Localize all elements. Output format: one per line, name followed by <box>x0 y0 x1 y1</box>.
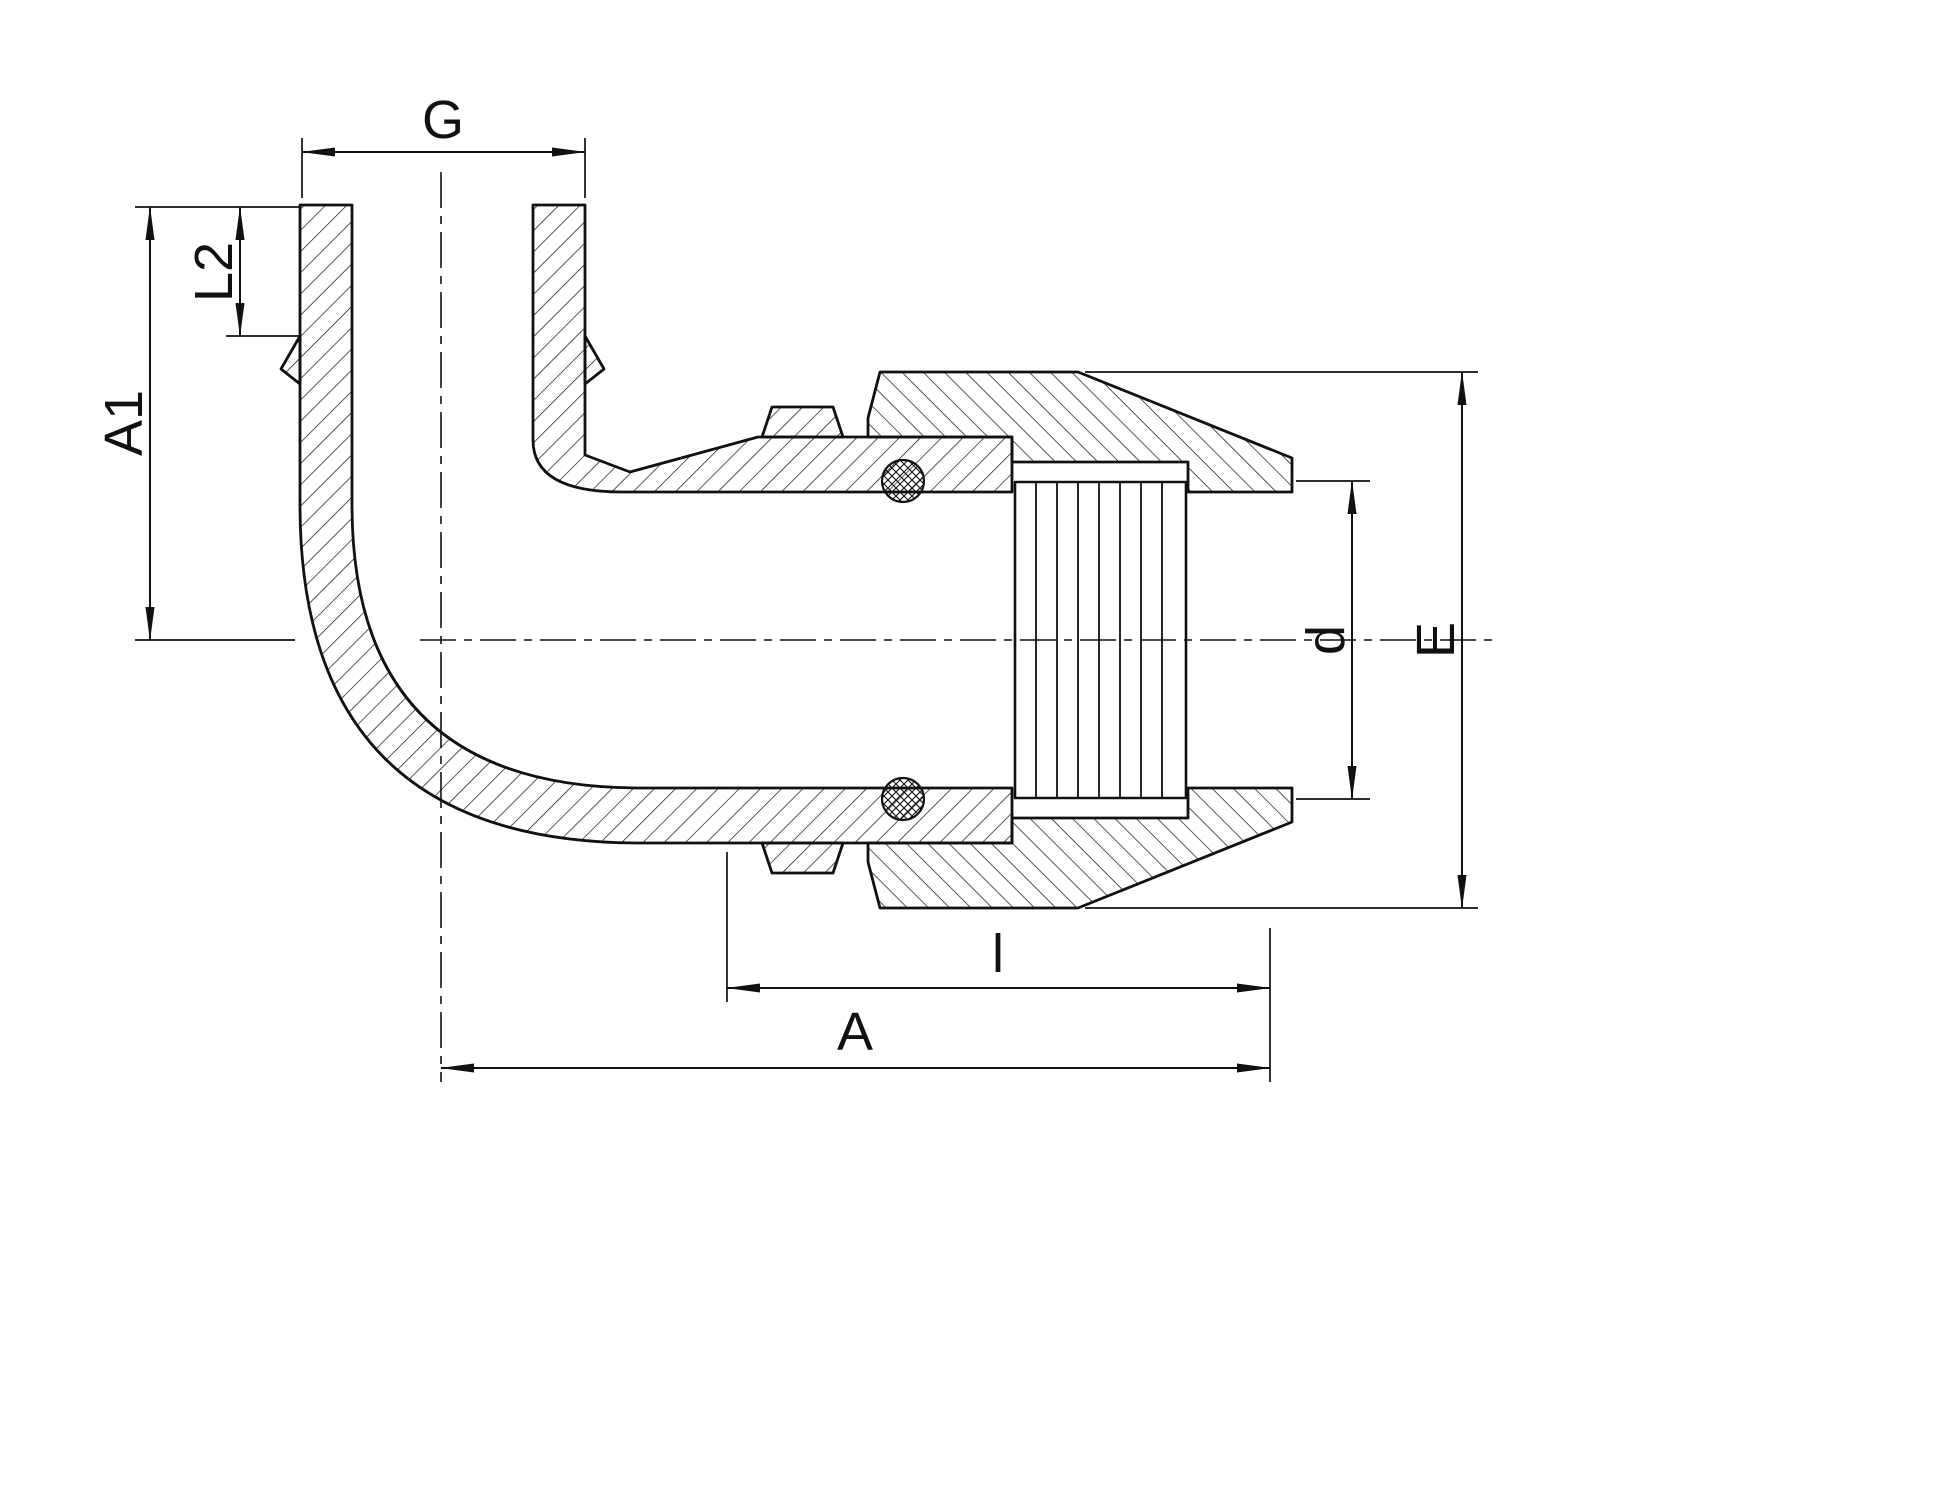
spigot-barb-left <box>279 334 302 386</box>
dimension-G: G <box>301 90 586 198</box>
dimension-E-extension-lines <box>1085 371 1478 909</box>
dimension-A1: A1 <box>94 206 295 641</box>
dimension-l-label: l <box>992 924 1004 984</box>
body-rib-bottom <box>760 841 845 875</box>
o-ring-top <box>880 458 926 504</box>
dimension-A: A <box>440 1002 1271 1073</box>
dimension-L2: L2 <box>135 206 300 337</box>
dimension-l: l <box>726 852 1271 1082</box>
dimension-G-label: G <box>422 90 464 150</box>
dimension-L2-label: L2 <box>184 242 244 302</box>
dimension-E-label: E <box>1406 622 1466 658</box>
dimension-d: d <box>1296 480 1370 800</box>
dimension-E: E <box>1085 371 1478 909</box>
nut-bore-edges <box>1188 491 1292 789</box>
dimension-A1-label: A1 <box>94 390 154 456</box>
body-rib-top <box>760 405 845 439</box>
elbow-right-wall-section <box>531 203 1014 494</box>
dimension-l-extension-lines <box>726 852 1271 1082</box>
dimension-A-label: A <box>837 1002 873 1062</box>
spigot-barb-right <box>583 334 606 386</box>
o-ring-bottom <box>880 776 926 822</box>
dimension-d-label: d <box>1296 625 1356 655</box>
dimension-d-extension-lines <box>1296 480 1370 800</box>
